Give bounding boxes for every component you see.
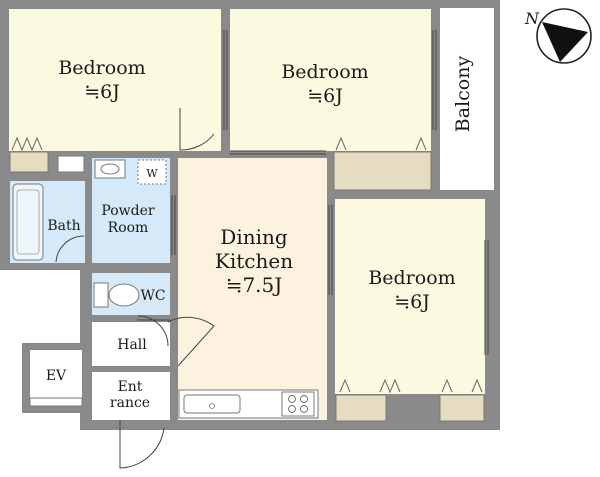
bedroom-top-mid-size: ≒6J	[307, 85, 343, 107]
room-hall: Hall	[92, 322, 170, 366]
doors	[55, 108, 215, 469]
bedroom-right-label: Bedroom	[368, 267, 455, 289]
room-balcony: Balcony	[440, 8, 494, 190]
dining-kitchen-label-line1: Dining	[220, 225, 288, 249]
dining-kitchen-label-line2: Kitchen	[215, 249, 293, 273]
washer-label: W	[146, 167, 158, 180]
room-bath: Bath	[10, 181, 85, 263]
wc-label: WC	[140, 288, 165, 304]
balcony-label: Balcony	[452, 56, 474, 133]
room-bedroom-right: Bedroom ≒6J	[335, 199, 485, 422]
room-powder-room: W Powder Room	[92, 158, 170, 263]
compass-north-label: N	[524, 9, 540, 28]
room-ev: EV	[29, 350, 83, 407]
entrance-label-line2: rance	[110, 395, 150, 411]
room-bedroom-top-left: Bedroom ≒6J	[9, 9, 221, 173]
bedroom-top-mid-label: Bedroom	[281, 61, 368, 83]
room-entrance: Ent rance	[92, 372, 170, 420]
dining-kitchen-size: ≒7.5J	[226, 273, 283, 297]
bath-label: Bath	[47, 218, 80, 234]
room-dining-kitchen: Dining Kitchen ≒7.5J	[178, 158, 327, 420]
room-bedroom-top-mid: Bedroom ≒6J	[230, 9, 432, 191]
bedroom-top-left-label: Bedroom	[58, 57, 145, 79]
bedroom-top-left-size: ≒6J	[84, 81, 120, 103]
powder-room-label-line1: Powder	[101, 203, 155, 219]
powder-room-label-line2: Room	[108, 220, 149, 236]
compass: N	[524, 8, 592, 64]
hall-label: Hall	[117, 337, 147, 353]
windows	[171, 30, 489, 355]
bedroom-right-size: ≒6J	[394, 291, 430, 313]
ev-label: EV	[46, 368, 67, 384]
room-wc: WC	[92, 273, 170, 315]
entrance-label-line1: Ent	[118, 379, 143, 395]
